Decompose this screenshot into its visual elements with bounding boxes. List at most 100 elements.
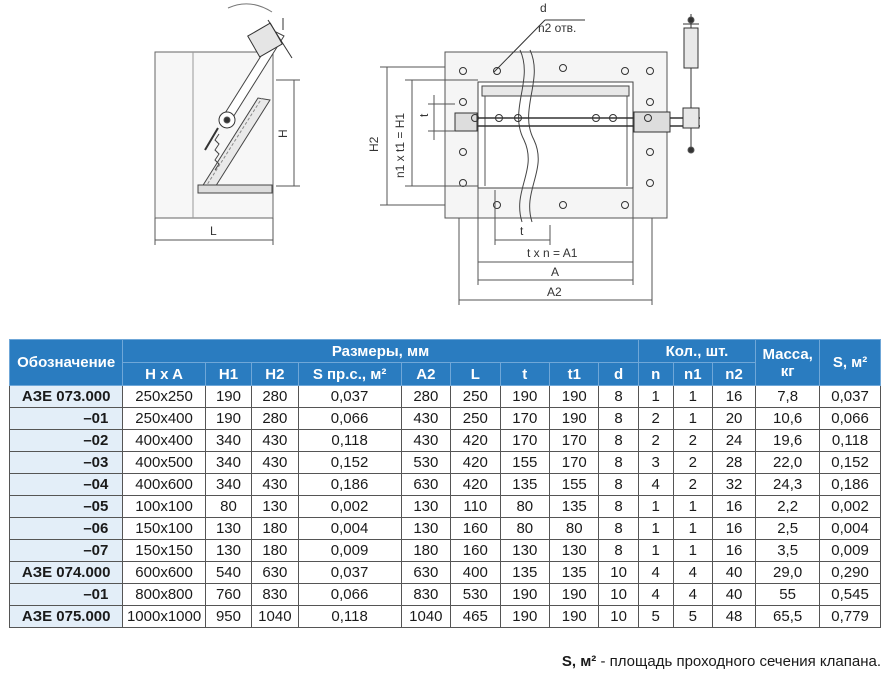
table-cell: 530: [450, 583, 501, 606]
row-designation: АЗЕ 074.000: [8, 561, 124, 584]
table-cell: 950: [204, 605, 253, 628]
row-designation: –05: [8, 495, 124, 518]
table-cell: 0,118: [297, 429, 402, 452]
table-cell: 600x600: [122, 561, 206, 584]
table-cell: 130: [549, 539, 600, 562]
table-cell: 1: [672, 495, 713, 518]
table-cell: 1040: [251, 605, 299, 628]
table-cell: 0,037: [297, 561, 402, 584]
header-dimensions: Размеры, мм: [122, 339, 639, 363]
table-cell: 28: [711, 451, 757, 474]
table-cell: 0,152: [819, 451, 881, 474]
table-cell: 0,009: [819, 539, 881, 562]
table-cell: 4: [637, 561, 674, 584]
table-cell: 130: [204, 517, 253, 540]
table-cell: 340: [204, 429, 253, 452]
column-header: H2: [251, 362, 299, 386]
row-designation: –04: [8, 473, 124, 496]
table-cell: 0,066: [297, 583, 402, 606]
table-cell: 340: [204, 451, 253, 474]
table-cell: 170: [499, 407, 551, 430]
table-cell: 0,152: [297, 451, 402, 474]
table-cell: 80: [549, 517, 600, 540]
label-n1-t1-H1: n1 x t1 = H1: [393, 113, 407, 178]
table-cell: 4: [672, 583, 713, 606]
table-cell: 3,5: [755, 539, 821, 562]
table-cell: 190: [204, 407, 253, 430]
table-cell: 130: [400, 517, 452, 540]
row-designation: –01: [8, 407, 124, 430]
column-header: S пр.с., м²: [297, 362, 402, 386]
table-cell: 8: [598, 495, 639, 518]
table-cell: 430: [251, 451, 299, 474]
table-cell: 8: [598, 473, 639, 496]
table-cell: 0,545: [819, 583, 881, 606]
table-cell: 400x500: [122, 451, 206, 474]
table-cell: 430: [251, 473, 299, 496]
table-cell: 190: [549, 605, 600, 628]
column-header: d: [598, 362, 639, 386]
table-cell: 0,037: [297, 385, 402, 408]
table-cell: 24,3: [755, 473, 821, 496]
table-cell: 0,066: [297, 407, 402, 430]
table-cell: 0,004: [297, 517, 402, 540]
table-cell: 0,009: [297, 539, 402, 562]
table-cell: 0,186: [819, 473, 881, 496]
table-cell: 10: [598, 561, 639, 584]
table-cell: 430: [400, 407, 452, 430]
table-cell: 0,118: [819, 429, 881, 452]
table-cell: 100x100: [122, 495, 206, 518]
table-cell: 465: [450, 605, 501, 628]
label-H: H: [276, 129, 290, 138]
table-cell: 8: [598, 407, 639, 430]
row-designation: –03: [8, 451, 124, 474]
table-cell: 530: [400, 451, 452, 474]
table-cell: 150x150: [122, 539, 206, 562]
table-cell: 280: [251, 385, 299, 408]
table-cell: 32: [711, 473, 757, 496]
table-cell: 4: [637, 473, 674, 496]
table-cell: 420: [450, 429, 501, 452]
table-cell: 280: [251, 407, 299, 430]
footnote-term: S, м²: [561, 653, 597, 670]
table-cell: 0,002: [297, 495, 402, 518]
table-cell: 8: [598, 429, 639, 452]
technical-drawings: H L: [154, 1, 700, 305]
table-cell: 155: [549, 473, 600, 496]
table-cell: 4: [672, 561, 713, 584]
table-cell: 8: [598, 517, 639, 540]
table-cell: 420: [450, 451, 501, 474]
table-cell: 16: [711, 385, 757, 408]
table-cell: 400: [450, 561, 501, 584]
label-A: A: [551, 265, 559, 279]
table-cell: 190: [549, 407, 600, 430]
table-cell: 2,5: [755, 517, 821, 540]
table-cell: 1: [672, 385, 713, 408]
table-cell: 830: [400, 583, 452, 606]
table-cell: 4: [637, 583, 674, 606]
table-cell: 0,066: [819, 407, 881, 430]
table-cell: 22,0: [755, 451, 821, 474]
table-cell: 7,8: [755, 385, 821, 408]
label-t-vertical: t: [417, 113, 431, 117]
table-cell: 1: [672, 517, 713, 540]
table-header: Обозначение Размеры, мм Кол., шт. Масса,…: [8, 339, 881, 386]
table-cell: 0,037: [819, 385, 881, 408]
label-d: d: [540, 1, 547, 15]
table-cell: 340: [204, 473, 253, 496]
table-cell: 180: [251, 539, 299, 562]
footnote: S, м² - площадь проходного сечения клапа…: [562, 653, 881, 670]
row-designation: АЗЕ 075.000: [8, 605, 124, 628]
table-cell: 0,118: [297, 605, 402, 628]
table-cell: 0,002: [819, 495, 881, 518]
header-designation: Обозначение: [8, 339, 124, 386]
table-cell: 3: [637, 451, 674, 474]
table-cell: 430: [251, 429, 299, 452]
table-cell: 0,186: [297, 473, 402, 496]
column-header: n: [637, 362, 674, 386]
table-cell: 190: [499, 605, 551, 628]
